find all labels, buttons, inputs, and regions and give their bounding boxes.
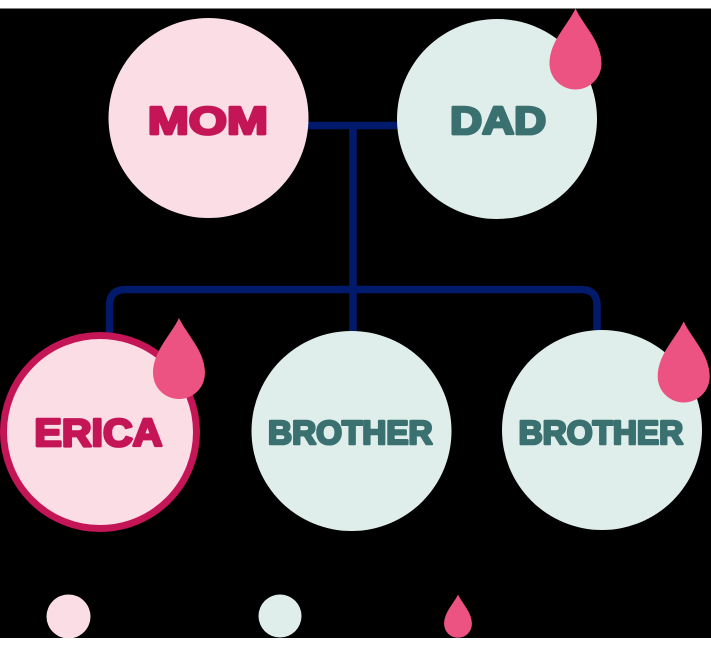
- svg-text:BROTHER: BROTHER: [519, 414, 684, 451]
- svg-text:MOM: MOM: [148, 100, 268, 143]
- svg-text:ERICA: ERICA: [34, 412, 162, 455]
- svg-text:BROTHER: BROTHER: [268, 414, 433, 451]
- svg-text:DAD: DAD: [450, 100, 546, 143]
